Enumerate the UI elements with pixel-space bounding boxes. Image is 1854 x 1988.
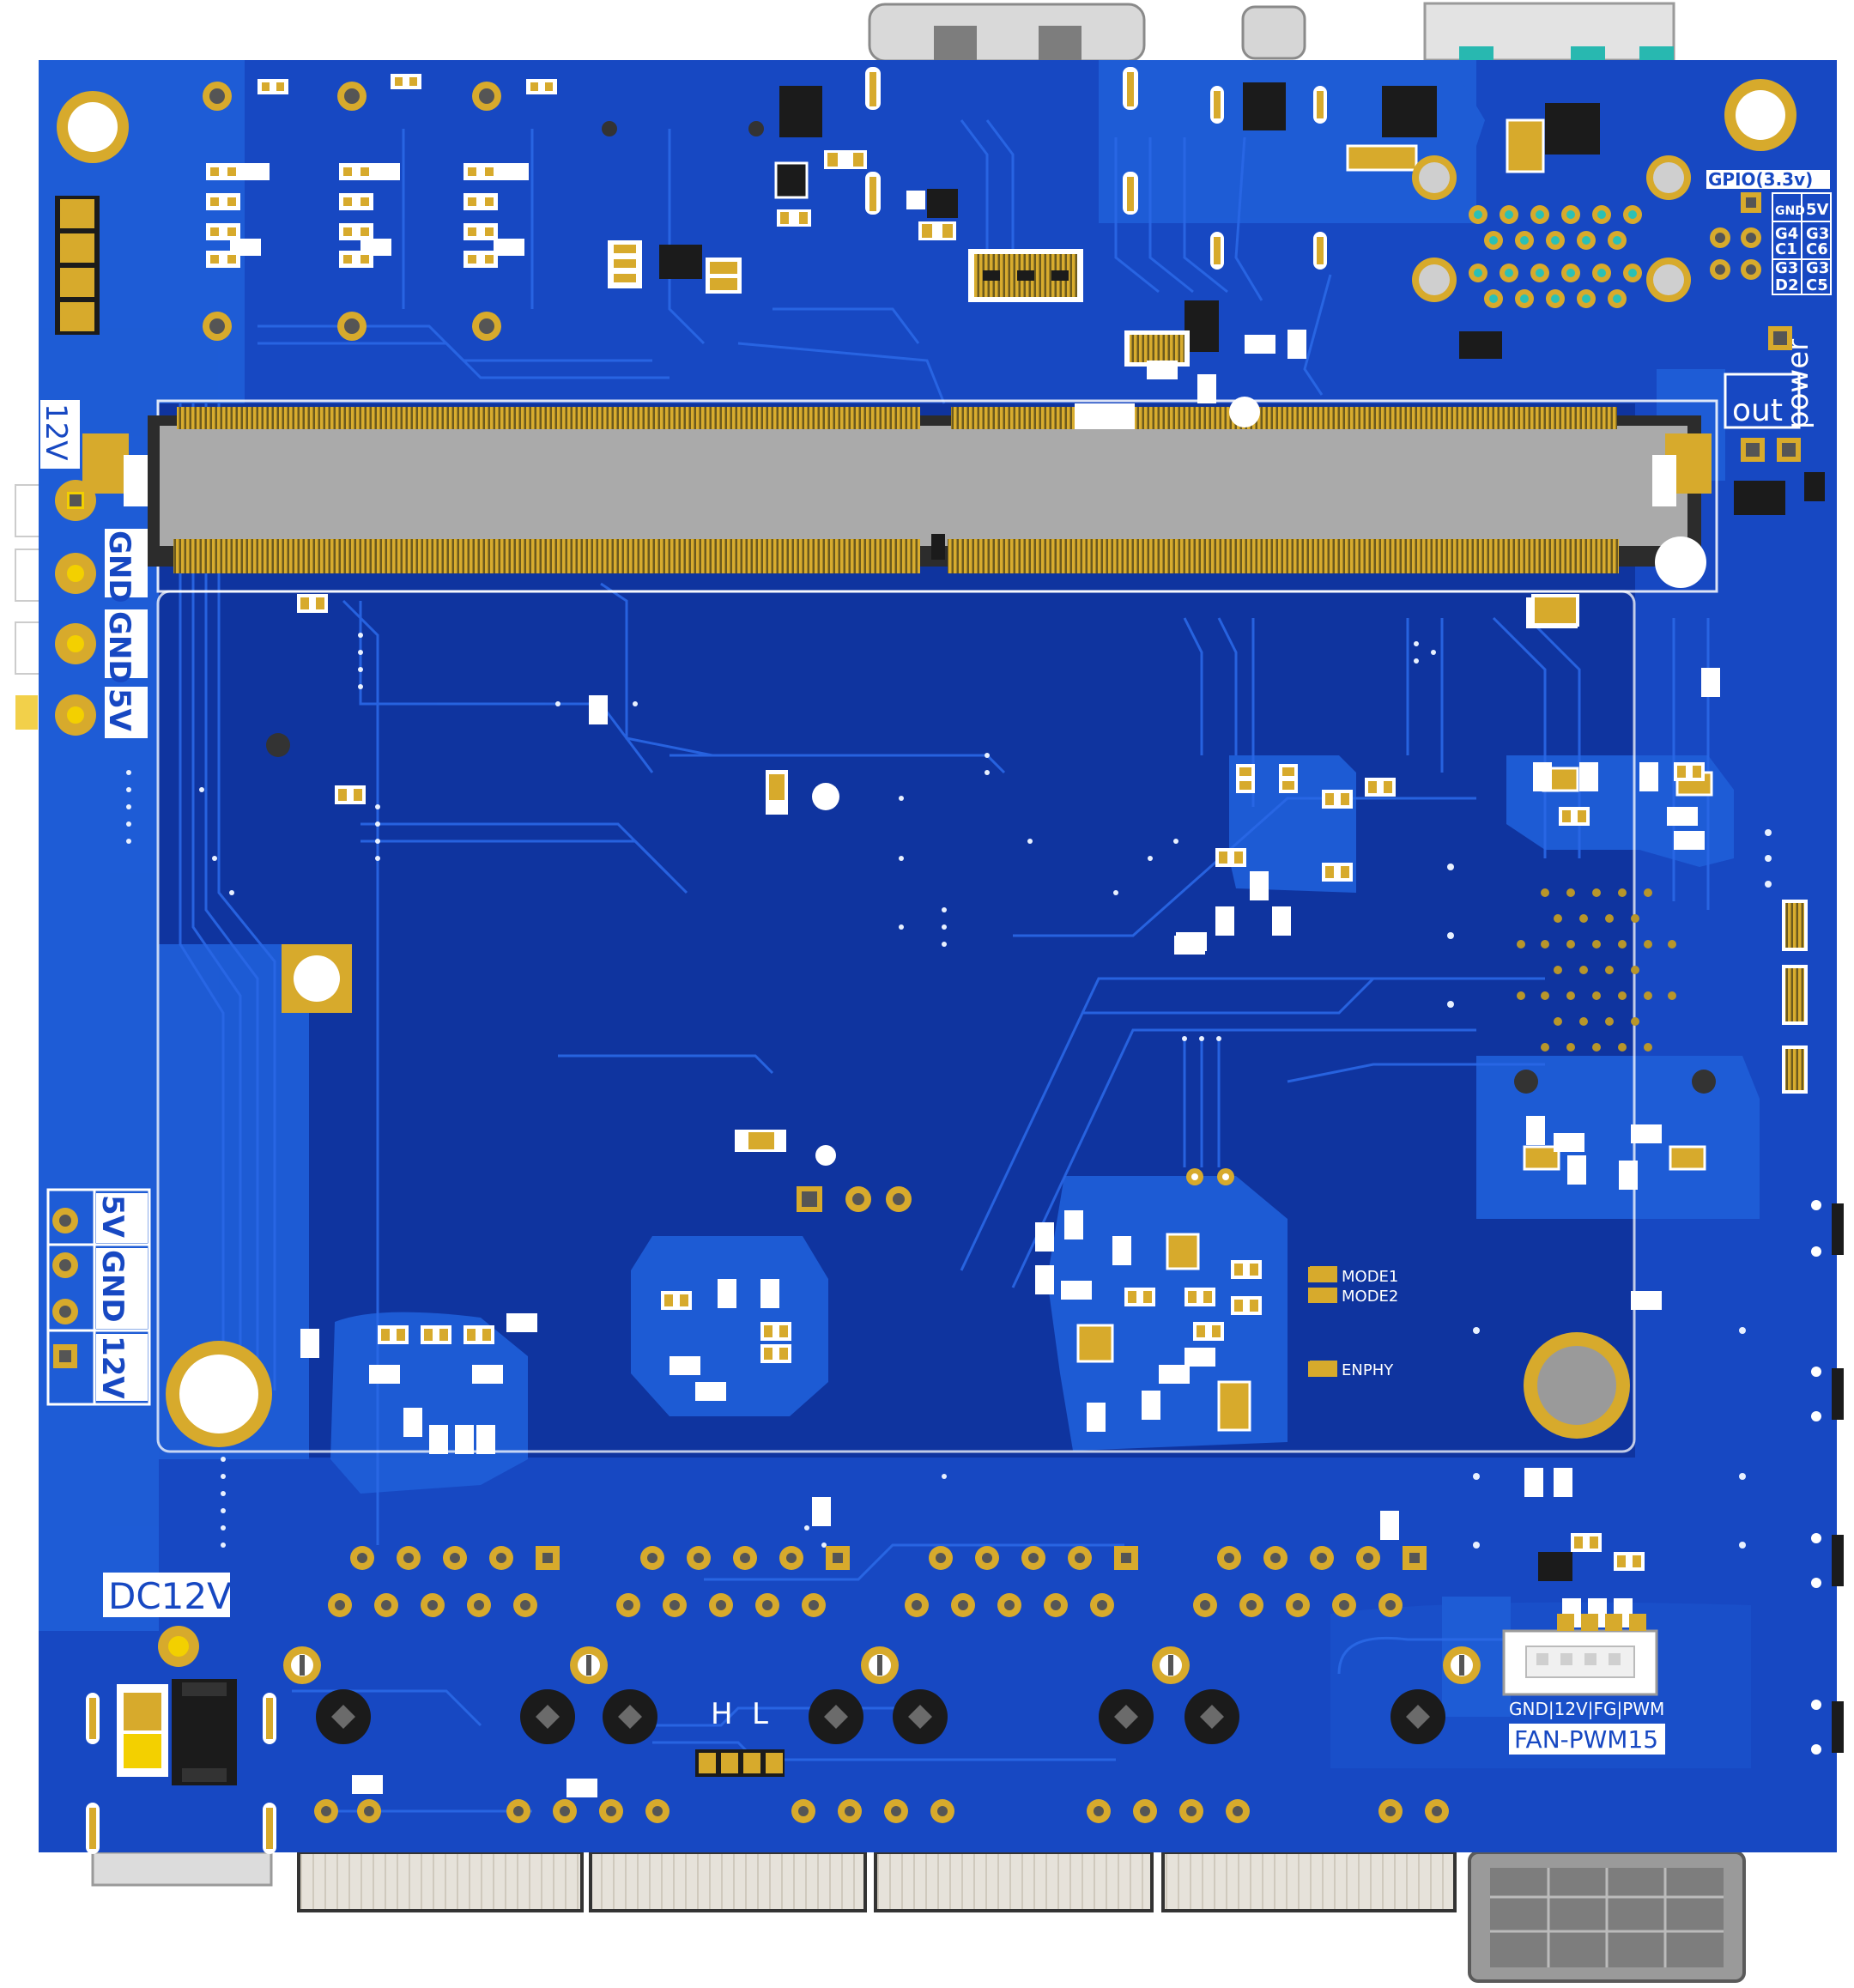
gpio-pin-4a: G3 xyxy=(1775,259,1798,277)
usb-connector xyxy=(1423,2,1675,62)
l-label: L xyxy=(752,1697,768,1731)
label-gnd-mid: GND xyxy=(95,1250,130,1323)
top-right-capacitors xyxy=(1412,155,1691,308)
top-left-component-clusters xyxy=(203,74,764,341)
label-12v-top: 12V xyxy=(39,403,73,461)
mode2-label: MODE2 xyxy=(1342,1288,1398,1306)
fan-pins-label: GND|12V|FG|PWM xyxy=(1509,1699,1664,1719)
bga-area xyxy=(1517,888,1676,1052)
mode1-label: MODE1 xyxy=(1342,1268,1398,1286)
gpio-title: GPIO(3.3v) xyxy=(1708,169,1813,190)
mounting-hole-top-right xyxy=(1724,79,1796,151)
h-label: H xyxy=(711,1697,733,1731)
sodimm-connector xyxy=(82,397,1718,593)
shield-legs xyxy=(283,1646,1481,1684)
vias xyxy=(126,633,1772,1549)
top-center-components xyxy=(608,67,1600,367)
gpio-pin-5a: D2 xyxy=(1775,276,1798,294)
dc12v-input: DC12V xyxy=(86,1573,276,1854)
module-area xyxy=(159,403,1635,1458)
audio-jack xyxy=(1241,5,1306,60)
sfp-cage xyxy=(1468,1851,1746,1983)
enphy-label: ENPHY xyxy=(1342,1361,1394,1379)
hdmi-connector xyxy=(868,3,1146,63)
module-mounting-holes xyxy=(166,733,1716,1447)
fan-title-label: FAN-PWM15 xyxy=(1514,1725,1658,1754)
ethernet-pin-rows xyxy=(314,1546,1449,1823)
pcb-traces xyxy=(179,119,1710,1813)
label-5v-mid: 5V xyxy=(95,1195,130,1239)
gpio-pin-2a: G4 xyxy=(1775,225,1798,243)
gpio-pin-1a: GND xyxy=(1775,204,1805,218)
dc12v-label: DC12V xyxy=(108,1575,232,1617)
power-label: power xyxy=(1781,339,1815,429)
left-edge-connector-ghosts xyxy=(15,484,42,730)
label-5v-top: 5V xyxy=(102,688,136,732)
label-gnd-2: GND xyxy=(102,611,136,684)
hl-jumper: H L xyxy=(695,1697,785,1777)
mode-jumpers: MODE1 MODE2 ENPHY xyxy=(1308,1267,1398,1379)
fan-connector: GND|12V|FG|PWM FAN-PWM15 xyxy=(1502,1552,1665,1755)
left-power-terminal: 12V GND GND 5V xyxy=(39,400,148,738)
right-edge-leds xyxy=(1811,1200,1844,1755)
gpio-pin-3b: C6 xyxy=(1806,240,1828,258)
gpio-header: GPIO(3.3v) GND 5V G4 G3 C1 C6 G3 G3 D2 C… xyxy=(1706,169,1832,295)
smd-clusters xyxy=(297,330,1720,1797)
gpio-pin-3a: C1 xyxy=(1775,240,1797,258)
label-gnd-1: GND xyxy=(102,530,136,603)
gpio-pin-4b: G3 xyxy=(1806,259,1829,277)
label-12v-mid: 12V xyxy=(95,1336,130,1399)
rj45-posts xyxy=(316,1689,1445,1744)
gpio-pin-2b: G3 xyxy=(1806,225,1829,243)
power-out-block: out power xyxy=(1724,326,1825,515)
gpio-pin-1b: 5V xyxy=(1806,201,1829,219)
mounting-hole-top-left xyxy=(57,91,129,163)
left-mid-power-header: 5V GND 12V xyxy=(46,1188,151,1406)
rj45-ports xyxy=(297,1851,1457,1912)
out-label: out xyxy=(1732,393,1783,428)
dc-jack xyxy=(91,1851,273,1887)
left-gold-header xyxy=(55,196,100,335)
gpio-pin-5b: C5 xyxy=(1806,276,1828,294)
